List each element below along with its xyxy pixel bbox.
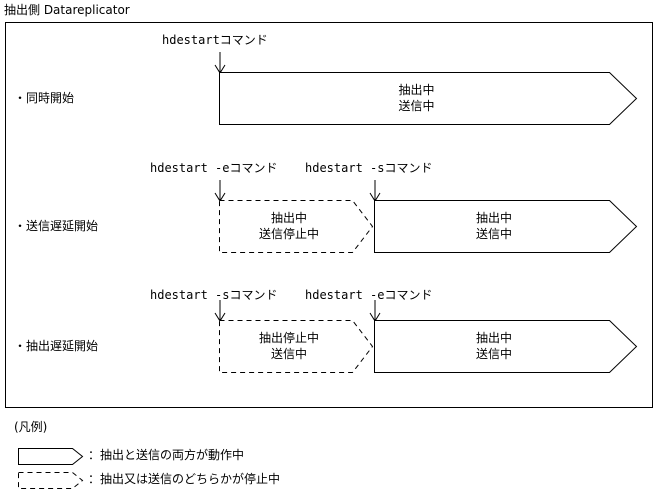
- down-arrow-icon-row1-1: [367, 180, 383, 202]
- process-block-row1-1-line2: 送信中: [475, 227, 512, 241]
- process-block-row0-0-text: 抽出中 送信中: [219, 82, 614, 114]
- legend-text-dashed: ：抽出又は送信のどちらかが停止中: [88, 472, 281, 486]
- process-block-row2-0: [219, 320, 374, 373]
- down-arrow-icon-row0-0: [212, 52, 228, 74]
- process-block-row2-1-line1: 抽出中: [475, 331, 512, 345]
- down-arrow-icon-row1-0: [212, 180, 228, 202]
- row-label-simultaneous-start: ・同時開始: [14, 91, 75, 105]
- process-block-row2-1: [374, 320, 638, 373]
- process-block-row0-0: [219, 72, 638, 125]
- process-block-row0-0-line1: 抽出中: [398, 83, 435, 97]
- down-arrow-icon-row2-0: [212, 300, 228, 322]
- process-block-row1-0-line1: 抽出中: [270, 211, 307, 225]
- page-title: 抽出側 Datareplicator: [4, 3, 130, 17]
- process-block-row0-0-line2: 送信中: [398, 99, 435, 113]
- process-block-row2-0-text: 抽出停止中 送信中: [219, 330, 359, 362]
- legend-swatch-solid: [18, 448, 84, 465]
- process-block-row1-1-text: 抽出中 送信中: [374, 210, 614, 242]
- diagram-frame: [5, 22, 653, 408]
- command-label-row2-1: hdestart -eコマンド: [305, 288, 433, 302]
- process-block-row2-1-line2: 送信中: [475, 347, 512, 361]
- process-block-row1-1-line1: 抽出中: [475, 211, 512, 225]
- legend-title: (凡例): [14, 420, 48, 434]
- process-block-row2-1-text: 抽出中 送信中: [374, 330, 614, 362]
- legend-text-solid: ：抽出と送信の両方が動作中: [88, 448, 245, 462]
- command-label-row1-1: hdestart -sコマンド: [305, 161, 433, 175]
- process-block-row1-0-text: 抽出中 送信停止中: [219, 210, 359, 242]
- command-label-row1-0: hdestart -eコマンド: [150, 161, 278, 175]
- command-label-row2-0: hdestart -sコマンド: [150, 288, 278, 302]
- row-label-send-delay-start: ・送信遅延開始: [14, 219, 99, 233]
- down-arrow-icon-row2-1: [367, 300, 383, 322]
- legend-swatch-dashed: [18, 472, 84, 489]
- process-block-row1-0-line2: 送信停止中: [258, 227, 319, 241]
- process-block-row1-0: [219, 200, 374, 253]
- process-block-row2-0-line2: 送信中: [270, 347, 307, 361]
- row-label-extract-delay-start: ・抽出遅延開始: [14, 339, 99, 353]
- command-label-row0-0: hdestartコマンド: [162, 33, 268, 47]
- process-block-row2-0-line1: 抽出停止中: [258, 331, 319, 345]
- process-block-row1-1: [374, 200, 638, 253]
